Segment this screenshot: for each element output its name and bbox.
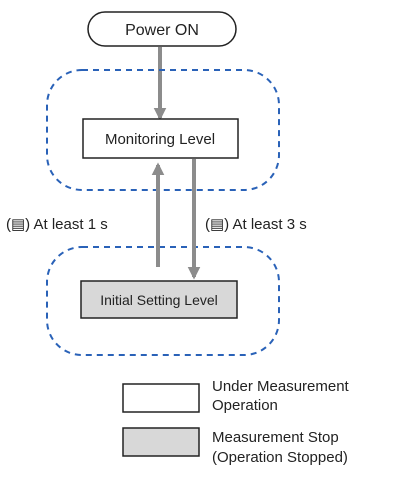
power-on-label: Power ON xyxy=(125,22,199,39)
transition-down-label: (▤) At least 3 s xyxy=(205,216,307,233)
initial-setting-level-node xyxy=(80,280,238,319)
legend-running-line1: Under Measurement xyxy=(212,378,350,395)
transition-up-label: (▤) At least 1 s xyxy=(6,216,108,233)
legend-running-swatch xyxy=(122,383,200,413)
legend-stopped-line1: Measurement Stop xyxy=(212,429,339,446)
monitoring-level-label: Monitoring Level xyxy=(105,131,215,148)
power-on-node xyxy=(87,11,237,47)
legend-running-line2: Operation xyxy=(212,397,278,414)
initial-setting-level-label: Initial Setting Level xyxy=(100,292,218,308)
initial-setting-region xyxy=(46,246,280,356)
monitoring-level-node xyxy=(82,118,239,159)
legend-stopped-swatch xyxy=(122,427,200,457)
legend-stopped-line2: (Operation Stopped) xyxy=(212,449,348,466)
monitoring-region xyxy=(46,69,280,191)
